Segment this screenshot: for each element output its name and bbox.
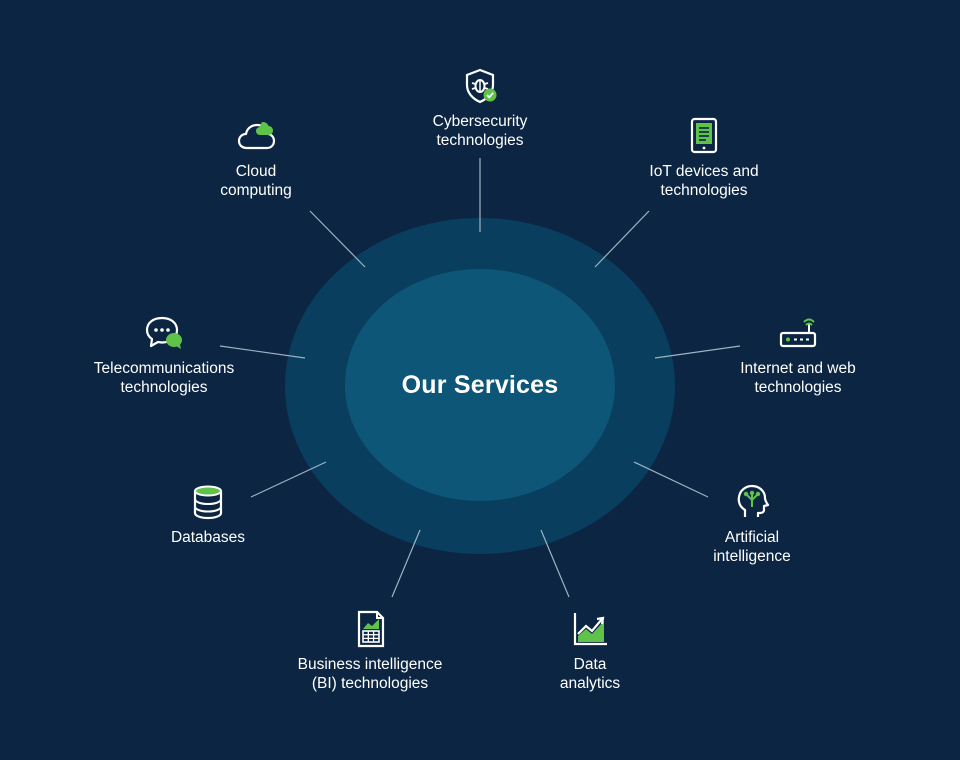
database-icon bbox=[188, 482, 228, 522]
service-bi: Business intelligence (BI) technologies bbox=[260, 609, 480, 693]
service-iot: IoT devices and technologies bbox=[594, 116, 814, 200]
service-cybersecurity: Cybersecurity technologies bbox=[370, 66, 590, 150]
service-label: Databases bbox=[170, 529, 246, 546]
router-icon bbox=[778, 313, 818, 353]
connector-iot bbox=[594, 210, 650, 268]
service-cloud: Cloud computing bbox=[146, 116, 366, 200]
service-label: Internet and web technologies bbox=[740, 360, 856, 396]
service-label: Data analytics bbox=[559, 656, 621, 692]
chat-bubble-icon bbox=[144, 313, 184, 353]
service-databases: Databases bbox=[98, 482, 318, 547]
line-chart-icon bbox=[570, 609, 610, 649]
service-telecommunications: Telecommunications technologies bbox=[54, 313, 274, 397]
connector-internet bbox=[654, 345, 741, 359]
connector-ai bbox=[633, 461, 709, 498]
tablet-icon bbox=[684, 116, 724, 156]
connector-telecom bbox=[219, 345, 306, 359]
service-label: Telecommunications technologies bbox=[93, 360, 235, 396]
shield-bug-icon bbox=[460, 66, 500, 106]
center-circle: Our Services bbox=[345, 269, 615, 501]
service-label: Business intelligence (BI) technologies bbox=[297, 656, 443, 692]
service-data-analytics: Data analytics bbox=[480, 609, 700, 693]
service-label: Cloud computing bbox=[220, 163, 292, 199]
center-title: Our Services bbox=[401, 370, 559, 399]
ai-head-icon bbox=[732, 482, 772, 522]
service-ai: Artificial intelligence bbox=[642, 482, 862, 566]
connector-bi bbox=[391, 529, 421, 598]
connector-cloud bbox=[309, 210, 366, 268]
cloud-icon bbox=[236, 116, 276, 156]
connector-data-analytics bbox=[540, 529, 570, 598]
connector-databases bbox=[250, 461, 327, 498]
service-internet-web: Internet and web technologies bbox=[688, 313, 908, 397]
service-label: Cybersecurity technologies bbox=[432, 113, 528, 149]
service-label: Artificial intelligence bbox=[713, 529, 791, 565]
service-label: IoT devices and technologies bbox=[649, 163, 759, 199]
report-icon bbox=[350, 609, 390, 649]
